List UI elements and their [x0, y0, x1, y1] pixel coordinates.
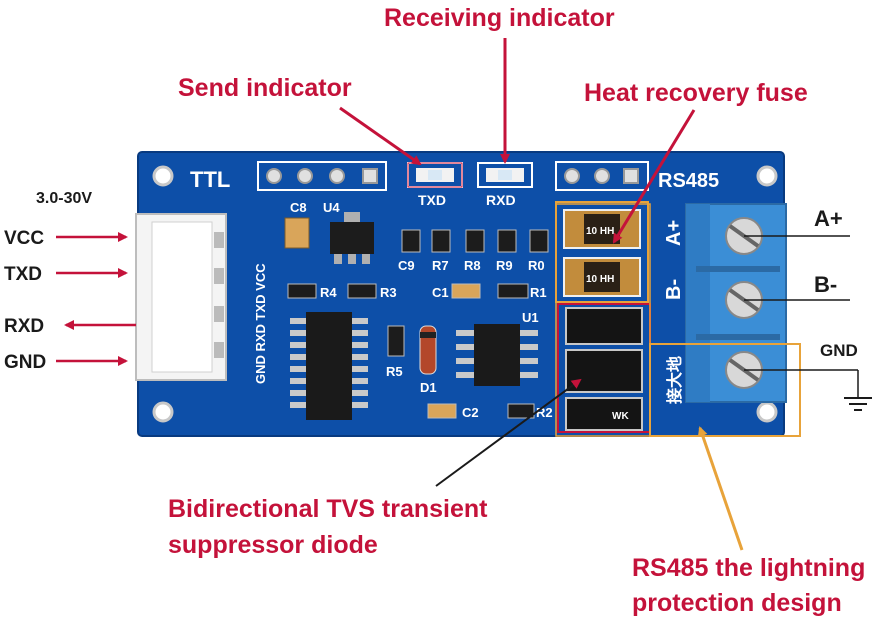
txd-pin-label: TXD [4, 264, 42, 285]
gnd-terminal-label: GND [820, 341, 858, 360]
fuse-arrow [612, 109, 696, 244]
c9-silk: C9 [398, 258, 415, 273]
r4-silk: R4 [320, 285, 337, 300]
tvs-diode-3: WK [565, 397, 643, 431]
ground-silk: 接大地 [665, 356, 684, 404]
regulator-u4 [330, 212, 374, 264]
r5-silk: R5 [386, 364, 403, 379]
b-minus-silk: B- [663, 279, 685, 300]
capacitor-c2 [427, 403, 457, 419]
c1-silk: C1 [432, 285, 449, 300]
resistor-r4 [287, 283, 317, 299]
u1-silk: U1 [522, 310, 539, 325]
b-minus-label: B- [814, 272, 837, 297]
tvs-diode-2 [565, 349, 643, 393]
rxd-pin-label: RXD [4, 316, 44, 337]
fuse-1-mark: 10 HH [586, 226, 614, 237]
a-plus-silk: A+ [663, 220, 685, 246]
protection-zone-left [555, 203, 651, 437]
ttl-header [257, 161, 387, 191]
fuse-1: 10 HH [563, 209, 641, 249]
c2-silk: C2 [462, 405, 479, 420]
resistor-row [401, 229, 549, 253]
vcc-pin-label: VCC [4, 228, 44, 249]
capacitor-c8 [284, 217, 310, 249]
tvs-arrow [435, 378, 582, 487]
jst-connector [135, 213, 227, 381]
mounting-hole-br [756, 401, 778, 423]
tvs-diode-1 [565, 307, 643, 345]
r0-silk: R0 [528, 258, 545, 273]
ttl-silk-label: TTL [190, 167, 230, 192]
gnd-pin-label: GND [4, 352, 46, 373]
r9-silk: R9 [496, 258, 513, 273]
fuse-2-mark: 10 HH [586, 274, 614, 285]
chip-soic16 [290, 312, 368, 420]
resistor-r1 [497, 283, 529, 299]
r8-silk: R8 [464, 258, 481, 273]
receiving-indicator-label: Receiving indicator [384, 4, 615, 32]
rs485-header [555, 161, 649, 191]
mounting-hole-bl [152, 401, 174, 423]
c8-silk: C8 [290, 200, 307, 215]
ground-symbol-icon [844, 397, 872, 411]
r1-silk: R1 [530, 285, 547, 300]
chip-u1 [456, 324, 538, 386]
d1-silk: D1 [420, 380, 437, 395]
diode-d1 [419, 325, 437, 375]
txd-led-highlight [407, 162, 463, 188]
r3-silk: R3 [380, 285, 397, 300]
r7-silk: R7 [432, 258, 449, 273]
a-plus-label: A+ [814, 206, 843, 231]
protection-zone-right [649, 343, 801, 437]
lightning-label-line2: protection design [632, 589, 842, 617]
resistor-r3 [347, 283, 377, 299]
lightning-label-line1: RS485 the lightning [632, 554, 865, 582]
capacitor-c1 [451, 283, 481, 299]
lightning-arrow [697, 426, 744, 551]
tvs-label-line2: suppressor diode [168, 531, 378, 559]
send-arrow [339, 106, 422, 166]
voltage-range-label: 3.0-30V [36, 190, 92, 207]
txd-silk-label: TXD [418, 192, 446, 208]
resistor-r5 [387, 325, 405, 357]
u4-silk: U4 [323, 200, 340, 215]
connector-silk-label: GND RXD TXD VCC [253, 263, 268, 384]
pcb-board: TTL TXD RXD RS485 [135, 151, 787, 437]
send-indicator-label: Send indicator [178, 74, 352, 102]
fuse-2: 10 HH [563, 257, 641, 297]
mounting-hole-tl [152, 165, 174, 187]
tvs-label-line1: Bidirectional TVS transient [168, 495, 488, 523]
mounting-hole-tr [756, 165, 778, 187]
terminal-block [685, 203, 787, 403]
rxd-silk-label: RXD [486, 192, 516, 208]
resistor-r2 [507, 403, 535, 419]
heat-recovery-fuse-label: Heat recovery fuse [584, 79, 808, 107]
tvs-mark: WK [612, 411, 629, 422]
rs485-silk-label: RS485 [658, 170, 719, 192]
